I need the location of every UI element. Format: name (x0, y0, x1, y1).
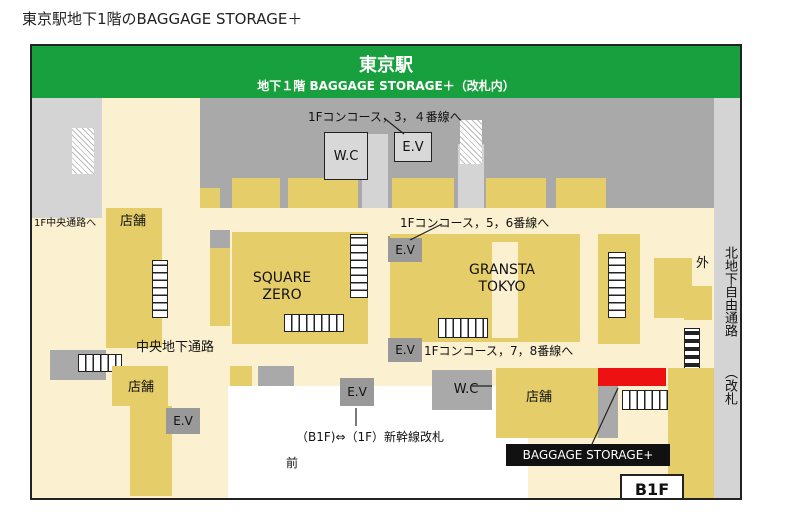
west-stair-hatch (72, 128, 94, 174)
shop-storage (496, 368, 598, 438)
chuo-passage-label: 1F中央通路へ (34, 218, 97, 229)
leader-lines (355, 117, 619, 445)
shop-strip (210, 248, 230, 326)
chuo-chika-label: 中央地下通路 (136, 340, 215, 355)
station-map: 東京駅 地下１階 BAGGAGE STORAGE＋（改札内） W.C E.V 1… (30, 44, 742, 500)
ev-center: E.V (388, 238, 422, 262)
baggage-storage-label[interactable]: BAGGAGE STORAGE+ (506, 444, 670, 466)
concourse-34-label: 1Fコンコース，3，４番線へ (308, 110, 462, 124)
square-zero-line1: SQUARE (252, 270, 312, 286)
stair-hatch (460, 120, 482, 164)
upper-block (200, 98, 714, 208)
shop-block (288, 178, 358, 208)
shop-lower-strip (130, 406, 172, 496)
west-stairs (152, 260, 168, 318)
shop-lower-west (112, 366, 168, 406)
station-name: 東京駅 (359, 55, 413, 76)
shop-block (556, 178, 606, 208)
shop-storage-label: 店舗 (526, 390, 553, 405)
floor-indicator: B1F (620, 474, 684, 498)
square-zero-line2: ZERO (262, 287, 302, 303)
wc-top: W.C (324, 132, 368, 180)
ev-lower-west: E.V (166, 408, 200, 434)
shop-lower-west-label: 店舗 (128, 380, 155, 395)
gransta-label: GRANSTA TOKYO (452, 262, 552, 296)
outside-label: 外 (696, 256, 710, 271)
bottom-corridor (208, 364, 228, 498)
page-title: 東京駅地下1階のBAGGAGE STORAGE＋ (22, 10, 303, 28)
center-stairs (350, 234, 368, 298)
gransta-inner-corridor (492, 242, 518, 338)
square-zero-label: SQUARE ZERO (242, 270, 322, 304)
shop-block (486, 178, 546, 208)
shop-small (230, 366, 252, 386)
ev-top: E.V (394, 132, 432, 162)
baggage-storage-marker[interactable] (598, 368, 666, 386)
map-subtitle: 地下１階 BAGGAGE STORAGE＋（改札内） (257, 79, 515, 93)
wc-lower: W.C (442, 374, 490, 404)
concourse-78-label: 1Fコンコース，7，8番線へ (424, 344, 574, 358)
east-stairs (608, 252, 626, 318)
east-passage (714, 98, 740, 498)
west-lower-stairs (78, 354, 122, 372)
square-zero-stairs (284, 314, 344, 332)
gray-small (258, 366, 294, 386)
north-passage-label: 北地下自由通路 (722, 246, 737, 337)
ev-block-west (210, 230, 230, 248)
gransta-line2: TOKYO (478, 279, 526, 295)
ev-lower-center: E.V (340, 378, 374, 406)
gate-label: （改札 (722, 366, 737, 405)
shop-west-label: 店舗 (120, 214, 147, 229)
storage-stairs (622, 390, 668, 410)
shop-block (232, 178, 280, 208)
shop-gate (684, 286, 712, 320)
gransta-stairs (438, 318, 488, 338)
shop-block (200, 188, 220, 208)
gransta-line1: GRANSTA (469, 262, 535, 278)
mae-label: 前 (286, 456, 299, 470)
shop-block (392, 178, 454, 208)
shinkansen-label: （B1F)⇔（1F）新幹線改札 (296, 430, 445, 444)
ev-lower-east: E.V (388, 338, 422, 362)
